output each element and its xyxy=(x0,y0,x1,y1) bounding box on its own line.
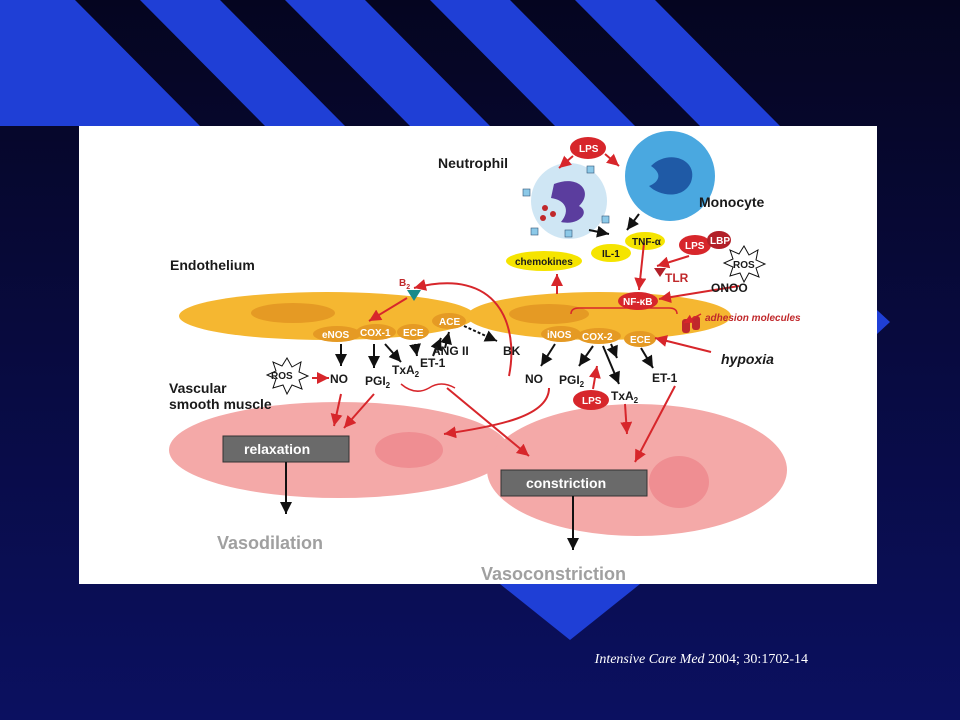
stripe-2 xyxy=(140,0,345,126)
label-vasodilation: Vasodilation xyxy=(217,533,323,553)
label-lps-bottom: LPS xyxy=(582,396,602,407)
monocyte-nucleus xyxy=(649,157,693,195)
smooth-muscle-nucleus-left xyxy=(375,432,443,468)
label-il1: IL-1 xyxy=(602,249,620,260)
chemokines-badge xyxy=(506,251,582,271)
ece-right-badge xyxy=(624,331,656,347)
label-onoo: ONOO xyxy=(711,281,748,295)
label-smooth-muscle: smooth muscle xyxy=(169,396,272,412)
label-ros-left: ROS xyxy=(271,371,293,382)
label-ece-right: ECE xyxy=(630,335,651,346)
label-cox1: COX-1 xyxy=(360,328,391,339)
label-endothelium: Endothelium xyxy=(170,257,255,273)
smooth-muscle-nucleus-right xyxy=(649,456,709,508)
label-et1-right: ET-1 xyxy=(652,371,678,385)
arrow-marker xyxy=(877,310,890,334)
label-bk: BK xyxy=(503,344,521,358)
stripe-5 xyxy=(575,0,780,126)
label-txa2-right: TxA2 xyxy=(611,389,639,405)
label-chemokines: chemokines xyxy=(515,257,573,268)
label-no-right: NO xyxy=(525,372,543,386)
label-ros-right: ROS xyxy=(733,260,755,271)
constriction-box xyxy=(500,469,648,497)
label-ace: ACE xyxy=(439,317,460,328)
stripe-1 xyxy=(0,0,200,126)
endothelial-nucleus-left xyxy=(251,303,335,323)
tnf-badge xyxy=(625,232,665,250)
label-inos: iNOS xyxy=(547,330,572,341)
relaxation-box xyxy=(222,435,350,463)
label-lbp: LBP xyxy=(710,236,730,247)
b2-receptor xyxy=(407,290,421,301)
bottom-chevron xyxy=(500,584,640,640)
label-no-left: NO xyxy=(330,372,348,386)
ece-left-badge xyxy=(397,324,429,340)
label-tlr: TLR xyxy=(665,271,689,285)
label-nfkb: NF-κB xyxy=(623,297,652,308)
lps-bottom-badge xyxy=(573,390,609,410)
label-ece-left: ECE xyxy=(403,328,424,339)
endothelial-nucleus-right xyxy=(509,304,589,324)
label-neutrophil: Neutrophil xyxy=(438,155,508,171)
lps-right-badge xyxy=(679,235,711,255)
vascular-mechanism-diagram: Neutrophil Monocyte Endothelium Vascular… xyxy=(169,131,801,584)
tlr-receptor xyxy=(654,268,666,277)
label-monocyte: Monocyte xyxy=(699,194,765,210)
nfkb-badge xyxy=(618,292,658,310)
label-vascular: Vascular xyxy=(169,380,227,396)
lps-top-badge xyxy=(570,137,606,159)
label-lps-top: LPS xyxy=(579,144,599,155)
label-tnf: TNF-α xyxy=(632,237,662,248)
label-adhesion-molecules: adhesion molecules xyxy=(705,313,801,324)
label-hypoxia: hypoxia xyxy=(721,351,774,367)
ace-badge xyxy=(432,313,466,329)
neutrophil-nucleus xyxy=(551,181,585,223)
citation: Intensive Care Med 2004; 30:1702-14 xyxy=(0,652,808,668)
label-b2: B2 xyxy=(399,278,410,291)
label-lps-right: LPS xyxy=(685,241,705,252)
label-vasoconstriction: Vasoconstriction xyxy=(481,564,626,584)
label-ang2: ANG II xyxy=(432,344,469,358)
label-txa2-left: TxA2 xyxy=(392,363,420,379)
citation-journal: Intensive Care Med xyxy=(594,652,705,667)
ros-right-burst xyxy=(722,245,767,284)
il1-badge xyxy=(591,244,631,262)
label-pgi2-right: PGI2 xyxy=(559,373,585,389)
stripe-4 xyxy=(430,0,635,126)
endothelial-cell-right xyxy=(467,292,731,340)
cox2-badge xyxy=(577,328,621,344)
label-enos: eNOS xyxy=(322,330,350,341)
ros-left-burst xyxy=(265,357,310,396)
inos-badge xyxy=(541,326,581,342)
cox1-badge xyxy=(356,324,396,340)
label-relaxation: relaxation xyxy=(244,441,310,457)
lbp-badge xyxy=(707,231,731,249)
label-cox2: COX-2 xyxy=(582,332,613,343)
label-pgi2-left: PGI2 xyxy=(365,374,391,390)
stripe-3 xyxy=(285,0,490,126)
label-et1-left: ET-1 xyxy=(420,356,446,370)
label-constriction: constriction xyxy=(526,475,606,491)
citation-ref: 2004; 30:1702-14 xyxy=(704,652,808,667)
figure-panel: Neutrophil Monocyte Endothelium Vascular… xyxy=(79,126,877,584)
enos-badge xyxy=(313,326,361,342)
